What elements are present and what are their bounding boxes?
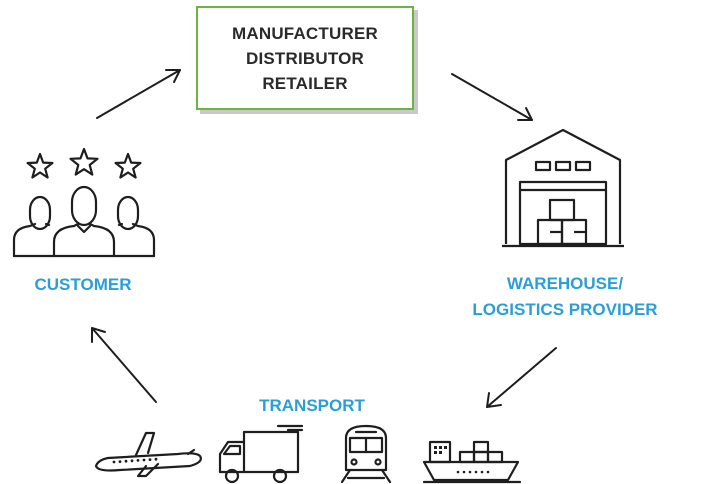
box-line-retailer: RETAILER <box>262 73 348 93</box>
manufacturer-distributor-retailer-box: MANUFACTURER DISTRIBUTOR RETAILER <box>196 6 414 110</box>
warehouse-label-line1: WAREHOUSE/ <box>506 274 624 293</box>
box-line-distributor: DISTRIBUTOR <box>245 48 365 68</box>
arrow-icon-transport-to-customer <box>91 327 157 403</box>
arrow-icon-warehouse-to-transport <box>486 347 557 408</box>
star-icon <box>69 147 99 176</box>
ship-icon <box>422 440 522 484</box>
star-icon <box>26 152 54 179</box>
customer-label: CUSTOMER <box>34 275 132 294</box>
arrow-icon-customer-to-manufacturer <box>96 69 181 119</box>
star-icon <box>114 152 142 179</box>
truck-icon <box>218 424 304 484</box>
warehouse-label-line2: LOGISTICS PROVIDER <box>472 300 658 319</box>
box-line-manufacturer: MANUFACTURER <box>232 23 378 43</box>
arrow-icon-manufacturer-to-warehouse <box>451 73 533 121</box>
people-icon <box>12 185 156 258</box>
transport-label: TRANSPORT <box>259 396 365 415</box>
customer-icon <box>12 147 156 258</box>
airplane-icon <box>94 431 202 478</box>
warehouse-icon <box>502 128 624 248</box>
warehouse-label: WAREHOUSE/ LOGISTICS PROVIDER <box>440 271 690 323</box>
train-icon <box>340 424 392 484</box>
